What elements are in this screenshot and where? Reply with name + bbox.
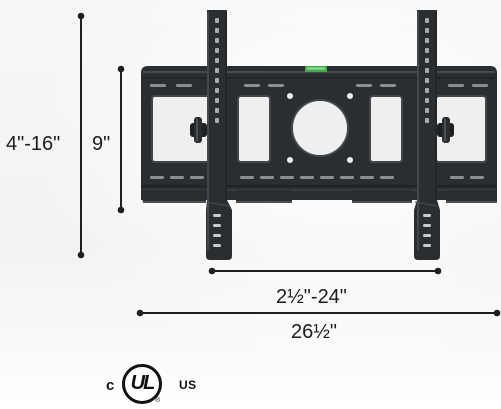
tilt-knob-left xyxy=(190,117,207,143)
height-fixed-label: 9" xyxy=(92,133,111,155)
dimension-line-height-fixed xyxy=(117,65,125,214)
dimension-line-width-total xyxy=(136,309,501,317)
support-ledge-right xyxy=(352,190,412,203)
vertical-arm-left xyxy=(206,10,232,260)
width-range-label: 2½"-24" xyxy=(276,286,347,308)
tilt-knob-right xyxy=(437,117,454,143)
ul-circle: UL ® xyxy=(122,364,162,404)
bubble-level xyxy=(305,66,327,72)
ul-mark-text: UL xyxy=(130,372,156,394)
support-ledge-left xyxy=(141,190,206,203)
support-ledge-far-right xyxy=(446,190,497,203)
ul-us-text: US xyxy=(179,378,197,392)
ul-c-text: c xyxy=(106,377,115,394)
vertical-arm-right xyxy=(414,10,440,260)
wall-plate xyxy=(141,66,497,200)
dimension-line-height-range xyxy=(77,12,85,259)
ul-registered-mark: ® xyxy=(155,397,161,404)
support-ledge-center xyxy=(236,190,292,203)
width-total-label: 26½" xyxy=(291,321,338,343)
height-range-label: 4"-16" xyxy=(6,133,61,155)
ul-certification-icon: c UL ® US xyxy=(106,364,202,406)
dimension-line-width-range xyxy=(208,267,442,275)
